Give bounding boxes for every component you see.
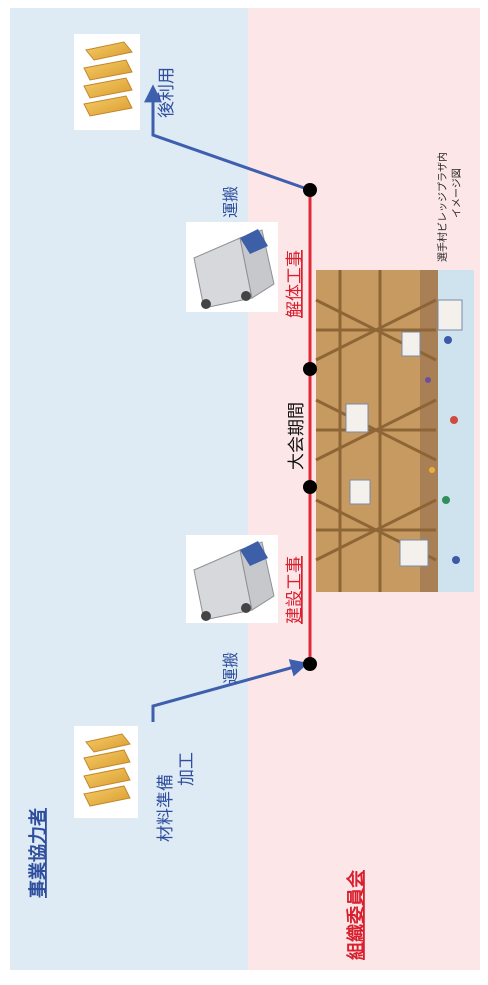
plaza-caption-line1: 選手村ビレッジプラザ内 — [436, 152, 449, 262]
truck-icon — [186, 535, 278, 623]
step-transport-2: 運搬 — [221, 186, 240, 218]
timeline-node-construction-start — [303, 657, 317, 671]
step-reuse: 後利用 — [157, 67, 177, 118]
step-games-period: 大会期間 — [287, 402, 307, 470]
truck-icon — [186, 222, 278, 312]
step-transport-1: 運搬 — [221, 652, 240, 684]
step-construction: 建設工事 — [285, 556, 305, 624]
contractor-lane-label: 事業協力者 — [27, 808, 49, 898]
plaza-illustration — [315, 270, 474, 592]
step-material-prep-line2: 加工 — [177, 752, 197, 786]
timeline-node-games-start — [303, 480, 317, 494]
lumber-stack-icon — [74, 726, 138, 818]
flow-arrow-to-construction — [151, 659, 309, 722]
timeline-node-demolition-end — [303, 183, 317, 197]
timeline-node-games-end — [303, 362, 317, 376]
step-demolition: 解体工事 — [285, 250, 305, 318]
flow-arrow-to-reuse — [144, 84, 311, 192]
committee-lane-label: 組織委員会 — [345, 870, 367, 960]
lumber-stack-icon — [74, 34, 140, 130]
step-material-prep-line1: 材料準備 — [156, 774, 176, 842]
plaza-caption-line2: イメージ図 — [451, 168, 463, 218]
